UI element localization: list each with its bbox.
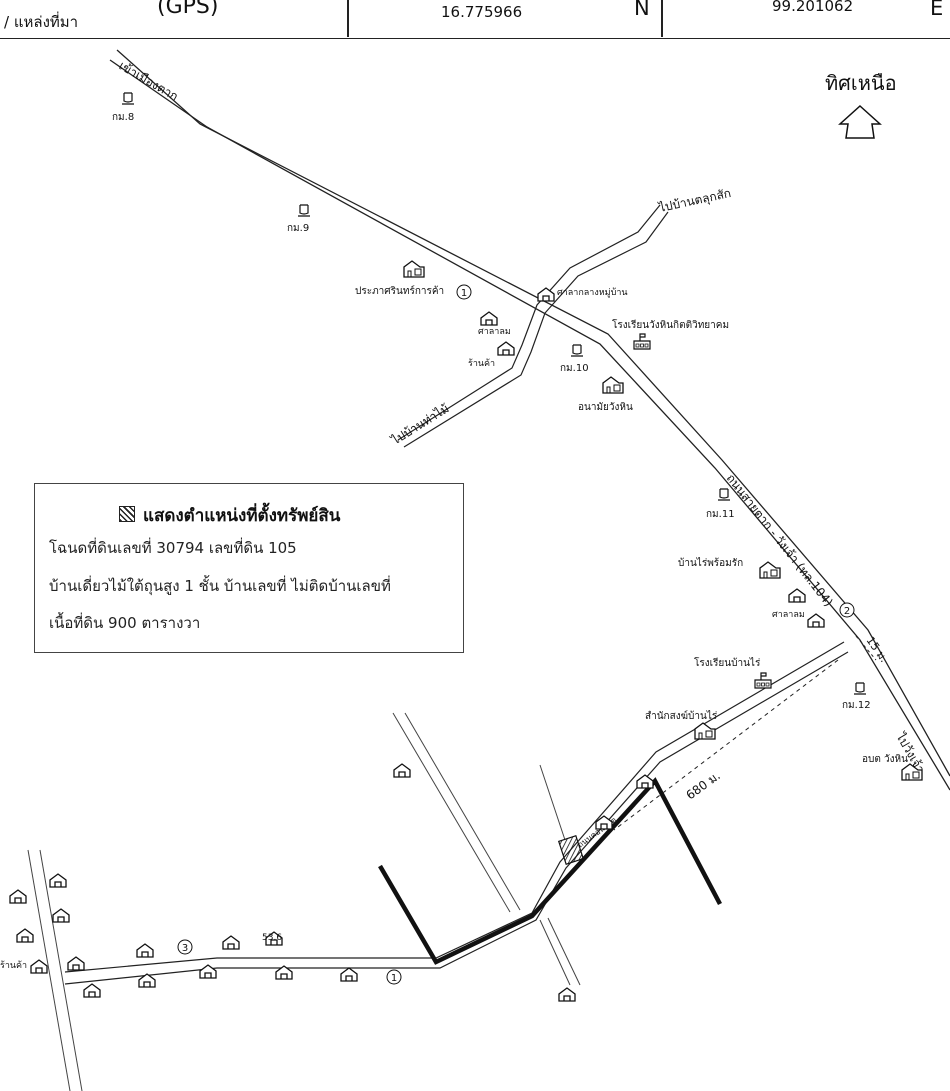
place-label: บ้านไร่พร้อมรัก: [678, 557, 743, 569]
header-strip: / แหล่งที่มา (GPS) 16.775966 N 99.201062…: [0, 0, 950, 39]
house-icon: [788, 588, 806, 603]
road-label-highway: ถนนสายตาก - วังเจ้า (ทล.104): [724, 471, 836, 609]
km-label: กม.10: [560, 363, 589, 374]
point-marker: 2: [839, 602, 855, 618]
hatch-swatch-icon: [119, 506, 135, 522]
place-label: ศาลาลม: [772, 610, 805, 620]
latitude-unit: N: [634, 0, 650, 20]
road-label-to-tha: ไปบ้านท่าไม้: [388, 401, 451, 448]
road-label-to-tala: ไปบ้านตลุกสัก: [657, 186, 733, 216]
svg-text:2: 2: [844, 606, 850, 617]
svg-text:3: 3: [182, 943, 188, 954]
house-icon: [537, 287, 555, 302]
property-boundary: [378, 777, 722, 965]
place-label: โรงเรียนวังหินกิตติวิทยาคม: [612, 318, 729, 331]
highway-104: [109, 49, 950, 791]
north-label: ทิศเหนือ: [825, 71, 897, 95]
km-marker-icon: [570, 344, 584, 357]
longitude-value: 99.201062: [772, 0, 854, 15]
km-marker-icon: [717, 488, 731, 501]
place-label: ศาลาลม: [478, 327, 511, 337]
width-dimension: [855, 635, 877, 661]
legend-line: เนื้อที่ดิน 900 ตารางวา: [49, 614, 201, 632]
building-icon: [759, 561, 781, 579]
place-label: ร้านค้า: [0, 960, 27, 971]
km-label: กม.12: [842, 700, 871, 711]
km-marker-icon: [297, 204, 311, 217]
longitude-unit: E: [930, 0, 944, 20]
house-cluster: [9, 763, 654, 1002]
place-label: ร้านค้า: [468, 358, 495, 369]
km-marker-icon: [853, 682, 867, 695]
cross-road: [397, 204, 669, 448]
spot-height-label: 53.6: [262, 933, 282, 943]
svg-text:1: 1: [391, 973, 397, 984]
property-parcel: [557, 835, 585, 865]
house-icon: [807, 613, 825, 628]
svg-text:1: 1: [461, 288, 467, 299]
legend-title: แสดงตำแหน่งที่ตั้งทรัพย์สิน: [143, 506, 341, 526]
place-label: ศาลากลางหมู่บ้าน: [557, 287, 628, 298]
legend-line: บ้านเดี่ยวไม้ใต้ถุนสูง 1 ชั้น บ้านเลขที่…: [49, 577, 391, 595]
gps-label: (GPS): [157, 0, 219, 19]
road-label-to-city: เข้าเมืองตาก: [117, 58, 181, 103]
legend-line: โฉนดที่ดินเลขที่ 30794 เลขที่ดิน 105: [49, 539, 297, 557]
place-label: ประภาศรินทร์การค้า: [355, 285, 444, 297]
km-label: กม.8: [112, 112, 134, 123]
divider: [661, 0, 663, 37]
legend-box: แสดงตำแหน่งที่ตั้งทรัพย์สิน โฉนดที่ดินเล…: [34, 483, 464, 653]
divider: [347, 0, 349, 37]
lane-width-label: 15 ม.: [864, 634, 891, 665]
point-marker: 1: [456, 284, 472, 300]
km-label: กม.9: [287, 223, 309, 234]
school-icon: [633, 333, 651, 350]
school-icon: [754, 672, 772, 689]
km-marker-icon: [121, 92, 135, 105]
building-icon: [694, 722, 716, 740]
point-marker: 3: [177, 939, 193, 955]
distance-dimension: [613, 659, 839, 831]
point-marker: 1: [386, 969, 402, 985]
place-label: สำนักสงฆ์บ้านไร่: [645, 710, 718, 722]
source-label: / แหล่งที่มา: [4, 13, 79, 31]
north-arrow-icon: [838, 104, 882, 139]
access-lane: [64, 641, 849, 985]
house-icon: [480, 311, 498, 326]
building-icon: [602, 376, 624, 394]
house-icon: [497, 341, 515, 356]
place-label: อนามัยวังหิน: [578, 402, 633, 413]
distance-label: 680 ม.: [684, 768, 723, 802]
place-label: อบต วังหิน: [862, 754, 908, 765]
minor-roads: [27, 712, 581, 1091]
km-label: กม.11: [706, 509, 735, 520]
latitude-value: 16.775966: [441, 3, 523, 21]
place-label: โรงเรียนบ้านไร่: [694, 656, 761, 669]
building-icon: [403, 260, 425, 278]
